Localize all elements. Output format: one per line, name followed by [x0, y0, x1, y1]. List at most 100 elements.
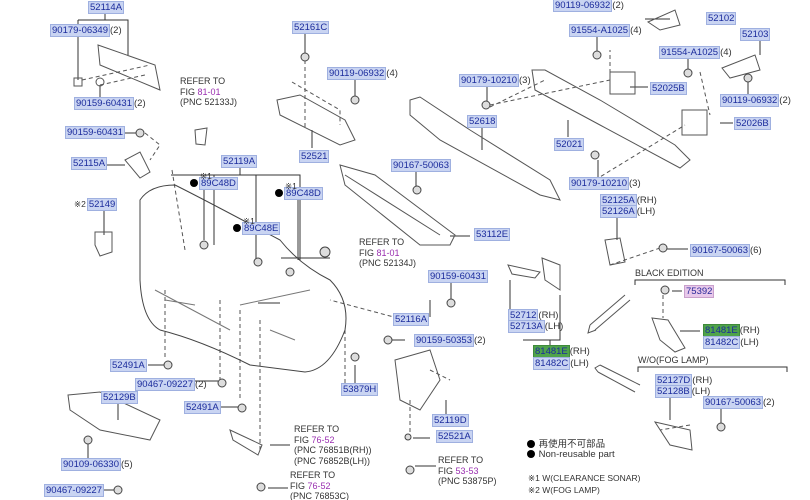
part-label[interactable]: 90159-60431: [65, 126, 125, 139]
part-number[interactable]: 90119-06932: [720, 94, 780, 107]
part-number[interactable]: 52116A: [393, 313, 430, 326]
part-label[interactable]: 90119-06932(4): [327, 67, 398, 80]
part-number[interactable]: 52025B: [650, 82, 687, 95]
part-number[interactable]: 90159-60431: [65, 126, 125, 139]
part-label[interactable]: 90167-50063: [391, 159, 451, 172]
part-label[interactable]: 52491A: [184, 401, 221, 414]
part-label[interactable]: 52491A: [110, 359, 147, 372]
part-label[interactable]: 52103: [740, 28, 771, 41]
part-label[interactable]: 90179-06349(2): [50, 24, 122, 37]
part-label[interactable]: 52713A(LH): [508, 320, 563, 333]
part-number[interactable]: 52128B: [655, 385, 692, 398]
part-number[interactable]: 90167-50063: [703, 396, 763, 409]
part-number[interactable]: 53112E: [474, 228, 511, 241]
part-number[interactable]: 52125A: [600, 194, 637, 207]
part-label[interactable]: 90109-06330(5): [61, 458, 133, 471]
part-number[interactable]: 81481E: [703, 324, 740, 337]
part-number[interactable]: 90167-50063: [391, 159, 451, 172]
part-label[interactable]: 52115A: [71, 157, 108, 170]
part-number[interactable]: 81482C: [533, 357, 571, 370]
fig-link[interactable]: 81-01: [376, 247, 400, 258]
part-label[interactable]: 90179-10210(3): [459, 74, 531, 87]
part-label[interactable]: 52026B: [734, 117, 771, 130]
part-number[interactable]: 90467-09227: [44, 484, 104, 497]
part-number[interactable]: 90179-10210: [459, 74, 519, 87]
part-label[interactable]: 52119A: [221, 155, 258, 168]
part-label[interactable]: 90119-06932(2): [720, 94, 791, 107]
part-label[interactable]: 52021: [554, 138, 585, 151]
part-number[interactable]: 52713A: [508, 320, 545, 333]
part-label[interactable]: 90167-50063(2): [703, 396, 775, 409]
part-number[interactable]: 52114A: [88, 1, 125, 14]
part-number[interactable]: 91554-A1025: [659, 46, 721, 59]
part-label[interactable]: 81481E(RH): [533, 345, 590, 358]
part-number[interactable]: 89C48D: [199, 177, 238, 190]
part-number[interactable]: 52119A: [221, 155, 258, 168]
part-label[interactable]: 52618: [467, 115, 498, 128]
part-label[interactable]: 90119-06932(2): [553, 0, 624, 12]
part-number[interactable]: 52119D: [432, 414, 469, 427]
part-label[interactable]: 81482C(LH): [533, 357, 589, 370]
part-number[interactable]: 90467-09227: [135, 378, 195, 391]
part-number[interactable]: 90179-10210: [569, 177, 629, 190]
part-label[interactable]: 81481E(RH): [703, 324, 760, 337]
part-label[interactable]: 52102: [706, 12, 737, 25]
part-label[interactable]: 52126A(LH): [600, 205, 655, 218]
part-number[interactable]: 90119-06932: [553, 0, 613, 12]
part-number[interactable]: 90167-50063: [690, 244, 750, 257]
part-number[interactable]: 90159-50353: [414, 334, 474, 347]
part-number[interactable]: 89C48D: [284, 187, 323, 200]
part-number[interactable]: 52115A: [71, 157, 108, 170]
part-label[interactable]: 81482C(LH): [703, 336, 759, 349]
part-number[interactable]: 52491A: [184, 401, 221, 414]
part-number[interactable]: 52103: [740, 28, 771, 41]
part-number[interactable]: 52491A: [110, 359, 147, 372]
part-number[interactable]: 75392: [684, 285, 715, 298]
part-number[interactable]: 53879H: [341, 383, 379, 396]
part-number[interactable]: 52161C: [292, 21, 330, 34]
part-number[interactable]: 52149: [86, 198, 118, 211]
part-number[interactable]: 89C48E: [242, 222, 281, 235]
part-number[interactable]: 90159-60431: [74, 97, 134, 110]
part-number[interactable]: 52127D: [655, 374, 693, 387]
fig-link[interactable]: 76-52: [307, 480, 331, 491]
part-label[interactable]: 90467-09227(2): [135, 378, 207, 391]
part-number[interactable]: 52521: [299, 150, 330, 163]
part-label[interactable]: 52119D: [432, 414, 469, 427]
part-label[interactable]: 90159-60431(2): [74, 97, 146, 110]
part-label[interactable]: 91554-A1025(4): [659, 46, 732, 59]
part-label[interactable]: 52712(RH): [508, 309, 558, 322]
part-number[interactable]: 81482C: [703, 336, 741, 349]
part-label[interactable]: 52521A: [436, 430, 473, 443]
part-label[interactable]: 52161C: [292, 21, 330, 34]
part-label[interactable]: 52129B: [101, 391, 138, 404]
part-number[interactable]: 90179-06349: [50, 24, 110, 37]
fig-link[interactable]: 53-53: [455, 465, 479, 476]
part-label[interactable]: 90159-60431: [428, 270, 488, 283]
part-label[interactable]: 52125A(RH): [600, 194, 657, 207]
part-label[interactable]: 90179-10210(3): [569, 177, 641, 190]
part-label[interactable]: 91554-A1025(4): [569, 24, 642, 37]
part-label[interactable]: 52114A: [88, 1, 125, 14]
fig-link[interactable]: 76-52: [311, 434, 335, 445]
part-number[interactable]: 52521A: [436, 430, 473, 443]
part-number[interactable]: 90159-60431: [428, 270, 488, 283]
part-number[interactable]: 52618: [467, 115, 498, 128]
part-number[interactable]: 52712: [508, 309, 539, 322]
part-label[interactable]: 53112E: [474, 228, 511, 241]
part-label[interactable]: 52025B: [650, 82, 687, 95]
part-label[interactable]: 90167-50063(6): [690, 244, 762, 257]
part-number[interactable]: 52102: [706, 12, 737, 25]
part-number[interactable]: 52021: [554, 138, 585, 151]
part-number[interactable]: 91554-A1025: [569, 24, 631, 37]
part-label[interactable]: 75392: [684, 285, 715, 298]
part-label[interactable]: 52116A: [393, 313, 430, 326]
part-label[interactable]: 52127D(RH): [655, 374, 712, 387]
part-number[interactable]: 52126A: [600, 205, 637, 218]
part-number[interactable]: 81481E: [533, 345, 570, 358]
part-number[interactable]: 52026B: [734, 117, 771, 130]
